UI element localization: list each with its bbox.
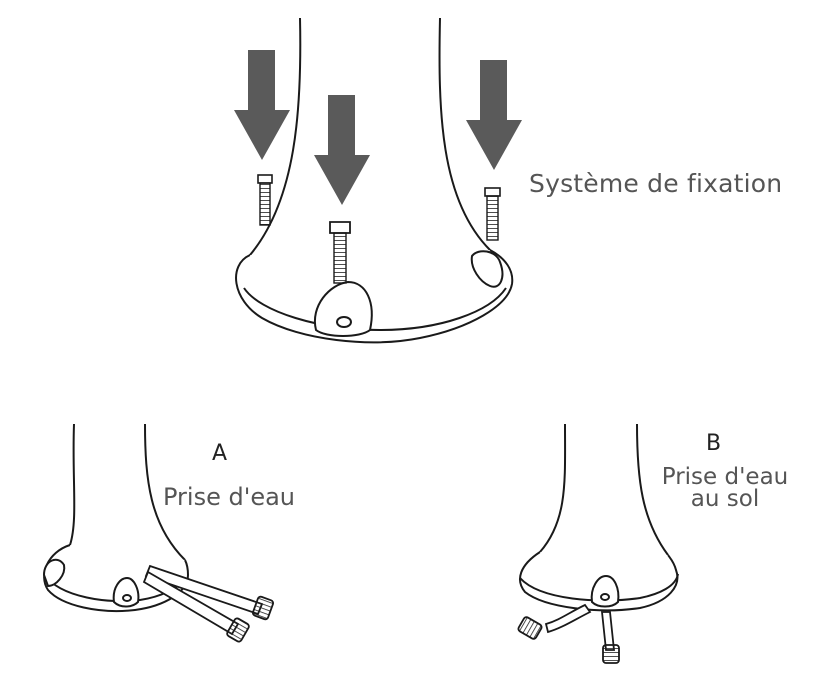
down-arrow-icon: [466, 60, 522, 170]
option-b-letter: B: [706, 431, 722, 456]
fixation-system-label: Système de fixation: [529, 169, 783, 198]
screw-icon: [484, 187, 501, 241]
screw-icon: [257, 174, 273, 226]
option-b-shower-base: [519, 423, 679, 612]
option-b-label: Prise d'eau au sol: [661, 464, 789, 512]
top-shower-base: [235, 17, 514, 344]
down-arrow-icon: [314, 95, 370, 205]
option-a-letter: A: [212, 441, 228, 466]
water-hose-icon: [517, 603, 620, 664]
option-a-label: Prise d'eau: [163, 483, 295, 511]
screw-icon: [329, 221, 351, 284]
down-arrow-icon: [234, 50, 290, 160]
water-hose-icon: [142, 564, 274, 643]
